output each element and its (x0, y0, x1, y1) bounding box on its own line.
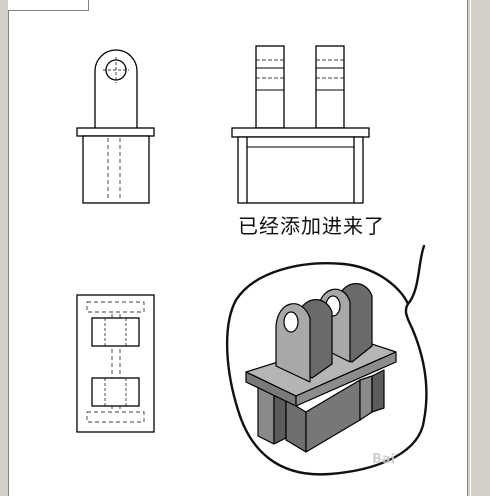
front-view-base (82, 135, 150, 204)
front-view[interactable] (76, 49, 155, 204)
top-view-lug-left (91, 317, 140, 347)
top-view-outline (76, 294, 155, 433)
side-view-lug-left (255, 45, 285, 129)
iso-plate-side (295, 351, 397, 407)
iso-leg-right-side (371, 369, 385, 413)
top-view-lug-right (91, 377, 140, 407)
iso-lug-left-hole (283, 311, 299, 333)
isometric-view[interactable] (245, 283, 397, 453)
side-view-lug-bands (256, 67, 344, 91)
annotation-callout: 已经添加进来了 (234, 208, 389, 242)
watermark: Bai (372, 452, 396, 467)
iso-base-front (285, 399, 307, 453)
front-view-plate (76, 127, 155, 137)
side-view-lug-right (315, 45, 345, 129)
front-view-hole-centerlines (103, 57, 129, 83)
side-view[interactable] (231, 45, 370, 204)
front-view-lug (94, 49, 138, 128)
side-view-lug-hidden (256, 59, 344, 79)
front-view-hidden-lines (107, 138, 121, 201)
iso-leg-right-front (359, 375, 373, 421)
side-view-base (237, 136, 364, 204)
top-view[interactable] (76, 294, 155, 433)
sheet-corner-tab (8, 0, 89, 11)
annotation-freehand-circle (225, 244, 428, 476)
side-view-plate (231, 127, 370, 138)
right-panel (470, 0, 490, 496)
